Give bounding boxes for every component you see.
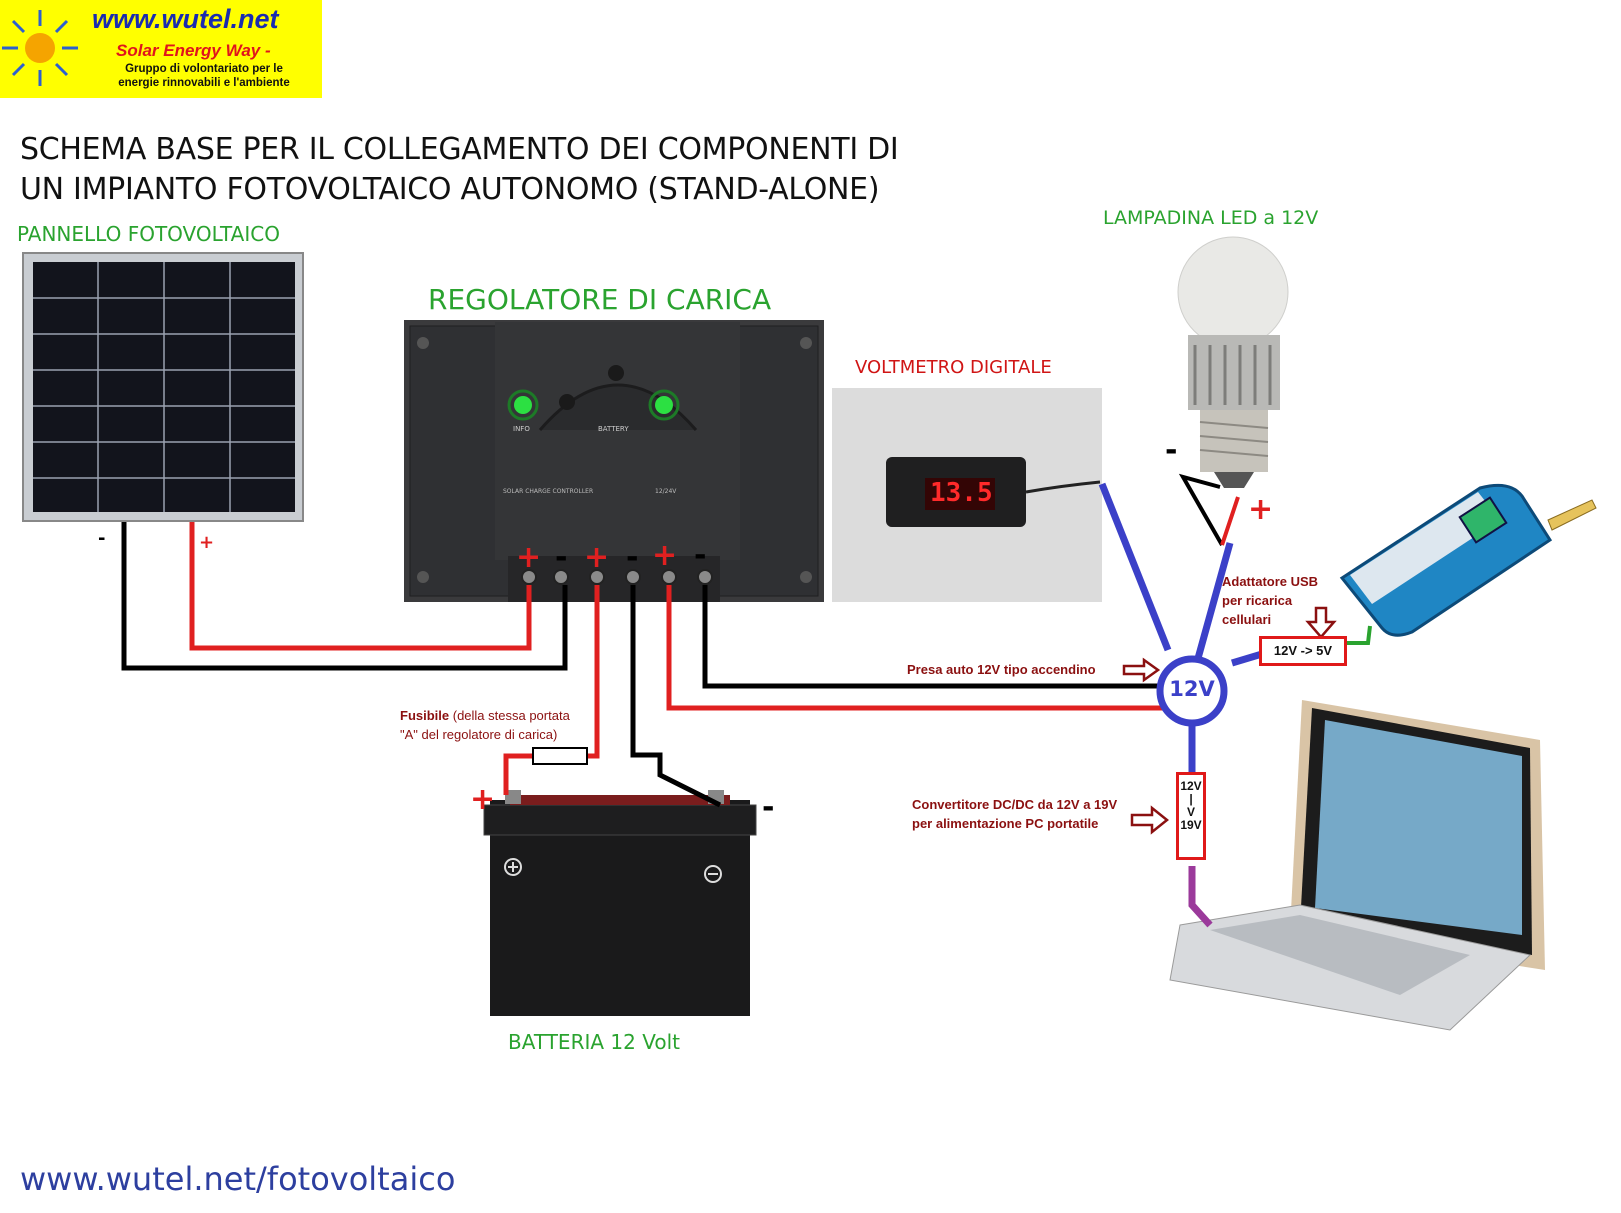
sun-icon	[2, 10, 78, 86]
regulator-terminal-6: -	[694, 538, 707, 573]
led-lamp-image	[1177, 236, 1289, 488]
panel-plus-sign: +	[199, 532, 215, 553]
regulator-battery-text: BATTERY	[598, 425, 629, 433]
regulator-terminal-1: +	[516, 540, 542, 575]
label-regulator: REGOLATORE DI CARICA	[428, 283, 772, 316]
regulator-terminal-3: +	[584, 540, 610, 575]
regulator-model-text: SOLAR CHARGE CONTROLLER	[503, 488, 594, 495]
lamp-minus-sign: -	[1165, 433, 1178, 468]
label-lamp: LAMPADINA LED a 12V	[1103, 207, 1319, 229]
socket-12v-symbol	[1156, 655, 1228, 727]
usb-adapter-note: Adattatore USB per ricarica cellulari	[1222, 572, 1318, 629]
socket-12v-label: 12V	[1169, 677, 1215, 701]
panel-minus-sign: -	[98, 528, 106, 549]
fuse-note-bold: Fusibile	[400, 708, 450, 723]
lamp-plus-sign: +	[1248, 492, 1274, 527]
car-socket-note: Presa auto 12V tipo accendino	[907, 662, 1096, 677]
logo-subtitle-line1: Gruppo di volontariato per le	[125, 63, 283, 75]
converter-top: 12V	[1180, 779, 1202, 793]
solar-panel-image	[22, 252, 304, 522]
label-panel: PANNELLO FOTOVOLTAICO	[17, 222, 280, 246]
dc-converter-box: 12V | V 19V	[1176, 772, 1206, 860]
logo-subtitle: Gruppo di volontariato per le energie ri…	[90, 62, 318, 90]
logo-subtitle-line2: energie rinnovabili e l'ambiente	[118, 77, 290, 89]
converter-small: V	[1186, 805, 1195, 819]
fuse-note: Fusibile (della stessa portata "A" del r…	[400, 706, 570, 744]
label-voltmeter: VOLTMETRO DIGITALE	[855, 357, 1052, 378]
label-battery: BATTERIA 12 Volt	[508, 1030, 680, 1054]
voltmeter-reading: 13.5	[930, 478, 993, 508]
converter-bottom: 19V	[1180, 818, 1202, 832]
converter-mid: |	[1189, 792, 1193, 806]
regulator-terminal-5: +	[652, 538, 678, 573]
converter-note: Convertitore DC/DC da 12V a 19V per alim…	[912, 795, 1117, 833]
wutel-logo: www.wutel.net Solar Energy Way - Gruppo …	[0, 0, 322, 98]
battery-plus-sign: +	[470, 782, 496, 817]
laptop-image	[1169, 700, 1545, 1031]
regulator-terminal-2: -	[555, 540, 568, 575]
footer-link[interactable]: www.wutel.net/fotovoltaico	[20, 1160, 456, 1198]
usb-note-line3: cellulari	[1222, 612, 1272, 627]
converter-note-line1: Convertitore DC/DC da 12V a 19V	[912, 797, 1118, 812]
regulator-voltage-text: 12/24V	[655, 488, 677, 495]
logo-slogan: Solar Energy Way -	[116, 41, 271, 60]
fuse-note-rest: (della stessa portata	[449, 708, 570, 723]
charge-regulator-image	[404, 320, 824, 602]
battery-minus-sign: -	[762, 790, 775, 825]
title-line1: SCHEMA BASE PER IL COLLEGAMENTO DEI COMP…	[20, 132, 899, 167]
regulator-info-text: INFO	[513, 425, 530, 433]
usb-adapter-box: 12V -> 5V	[1259, 636, 1347, 666]
usb-note-line1: Adattatore USB	[1222, 574, 1319, 589]
fuse-note-line2: "A" del regolatore di carica)	[400, 727, 558, 742]
mobile-phone-image	[1339, 483, 1597, 637]
logo-site: www.wutel.net	[92, 4, 279, 34]
arrow-icons	[1122, 606, 1337, 835]
title-line2: UN IMPIANTO FOTOVOLTAICO AUTONOMO (STAND…	[20, 172, 880, 207]
page-title: SCHEMA BASE PER IL COLLEGAMENTO DEI COMP…	[20, 130, 899, 210]
regulator-terminal-4: -	[626, 540, 639, 575]
usb-note-line2: per ricarica	[1222, 593, 1293, 608]
battery-image	[483, 790, 757, 1016]
converter-note-line2: per alimentazione PC portatile	[912, 816, 1099, 831]
voltmeter-image	[832, 388, 1102, 602]
fuse-symbol	[532, 747, 588, 765]
